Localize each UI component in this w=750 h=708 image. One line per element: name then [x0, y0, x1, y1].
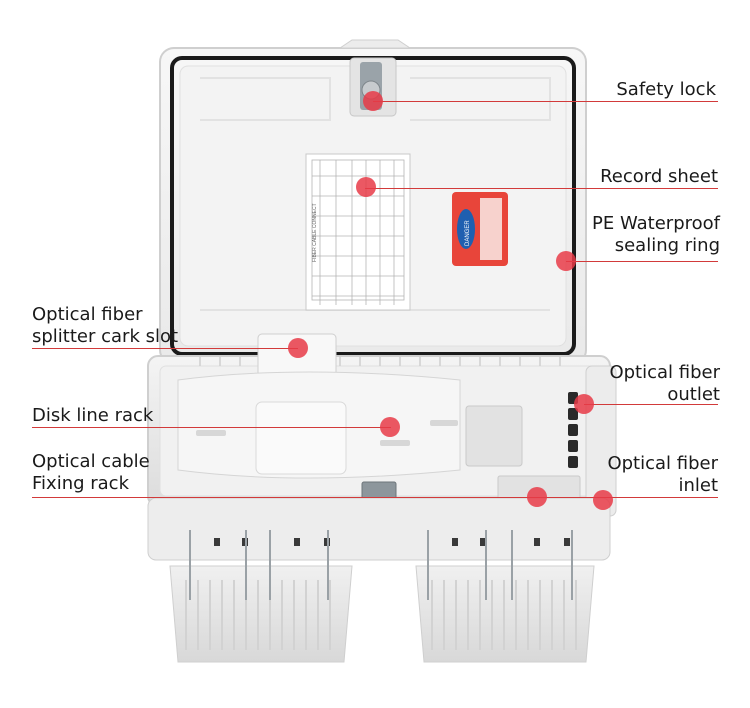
leader-line-fiber-inlet	[537, 497, 718, 498]
label-line: Record sheet	[600, 166, 718, 187]
label-fiber-outlet: Optical fiber outlet	[609, 362, 720, 406]
leader-line-fiber-outlet	[584, 404, 718, 405]
pointer-dot-fiber-inlet	[593, 490, 613, 510]
pointer-dot-record-sheet	[356, 177, 376, 197]
pointer-dot-splitter-slot	[288, 338, 308, 358]
label-line: PE Waterproof	[592, 213, 720, 234]
pointer-dot-disk-line-rack	[380, 417, 400, 437]
label-line: sealing ring	[614, 235, 720, 256]
fiber-outlet-ports	[568, 392, 578, 468]
label-line: Optical fiber	[609, 362, 720, 383]
danger-label: DANGER	[452, 192, 508, 266]
label-line: inlet	[678, 475, 718, 496]
label-line: outlet	[667, 384, 720, 405]
label-line: Disk line rack	[32, 405, 154, 426]
leader-line-record-sheet	[365, 188, 718, 189]
leader-line-disk-line-rack	[32, 427, 391, 428]
label-line: Optical cable	[32, 451, 150, 472]
disk-line-rack	[177, 371, 461, 479]
leader-line-cable-fixing	[32, 497, 537, 498]
label-fiber-inlet: Optical fiber inlet	[607, 453, 718, 497]
pointer-dot-safety-lock	[363, 91, 383, 111]
leader-line-pe-waterproof	[566, 261, 718, 262]
label-splitter-slot: Optical fiber splitter cark slot	[32, 304, 178, 348]
pointer-dot-fiber-outlet	[574, 394, 594, 414]
pointer-dot-cable-fixing	[527, 487, 547, 507]
label-line: Fixing rack	[32, 473, 130, 494]
label-disk-line-rack: Disk line rack	[32, 405, 153, 427]
label-line: Optical fiber	[32, 304, 143, 325]
label-line: splitter cark slot	[32, 326, 179, 347]
danger-word: DANGER	[465, 220, 471, 246]
enclosure-base	[147, 333, 617, 561]
leader-line-safety-lock	[373, 101, 718, 102]
label-line: Optical fiber	[607, 453, 718, 474]
leader-line-splitter-slot	[32, 348, 298, 349]
cable-entry-flaps	[169, 530, 595, 663]
enclosure-lid: FIBER CABLE CONNECT DANGER	[159, 39, 587, 365]
pointer-dot-pe-waterproof	[556, 251, 576, 271]
label-line: Safety lock	[616, 79, 716, 100]
label-safety-lock: Safety lock	[616, 79, 716, 101]
record-sheet-title: FIBER CABLE CONNECT	[312, 203, 318, 262]
label-record-sheet: Record sheet	[600, 166, 718, 188]
label-pe-waterproof: PE Waterproof sealing ring	[592, 213, 720, 257]
label-cable-fixing: Optical cable Fixing rack	[32, 451, 150, 495]
record-sheet-card: FIBER CABLE CONNECT	[305, 153, 411, 311]
